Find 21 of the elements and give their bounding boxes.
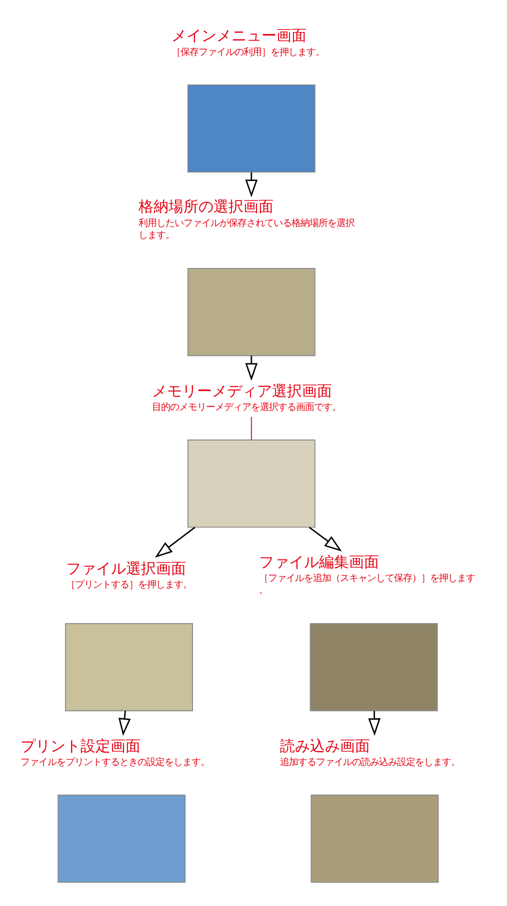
node-box — [187, 84, 316, 173]
node-text: メインメニュー画面 ［保存ファイルの利用］を押します。 — [172, 28, 325, 58]
node-box — [58, 794, 186, 883]
arrow — [118, 710, 131, 736]
arrow — [368, 710, 381, 736]
node-text: メモリーメディア選択画面 目的のメモリーメディアを選択する画面です。 — [152, 382, 342, 413]
node-text: ファイル編集画面 ［ファイルを追加（スキャンして保存）］を押します。 — [258, 554, 475, 596]
node-box — [310, 623, 438, 712]
node-text: ファイル選択画面 ［プリントする］を押します。 — [66, 560, 192, 590]
node-text: 読み込み画面 追加するファイルの読み込み設定をします。 — [280, 738, 460, 768]
arrow — [245, 356, 258, 381]
node-box — [65, 623, 193, 712]
node-box — [187, 268, 316, 356]
arrow — [245, 172, 258, 198]
arrow — [154, 526, 196, 558]
node-text: 格納場所の選択画面 利用したいファイルが保存されている格納場所を選択します。 — [138, 198, 354, 241]
connector — [250, 416, 252, 440]
node-text: プリント設定画面 ファイルをプリントするときの設定をします。 — [20, 738, 210, 768]
node-box — [187, 440, 316, 528]
arrow — [308, 526, 342, 552]
node-box — [310, 794, 439, 883]
